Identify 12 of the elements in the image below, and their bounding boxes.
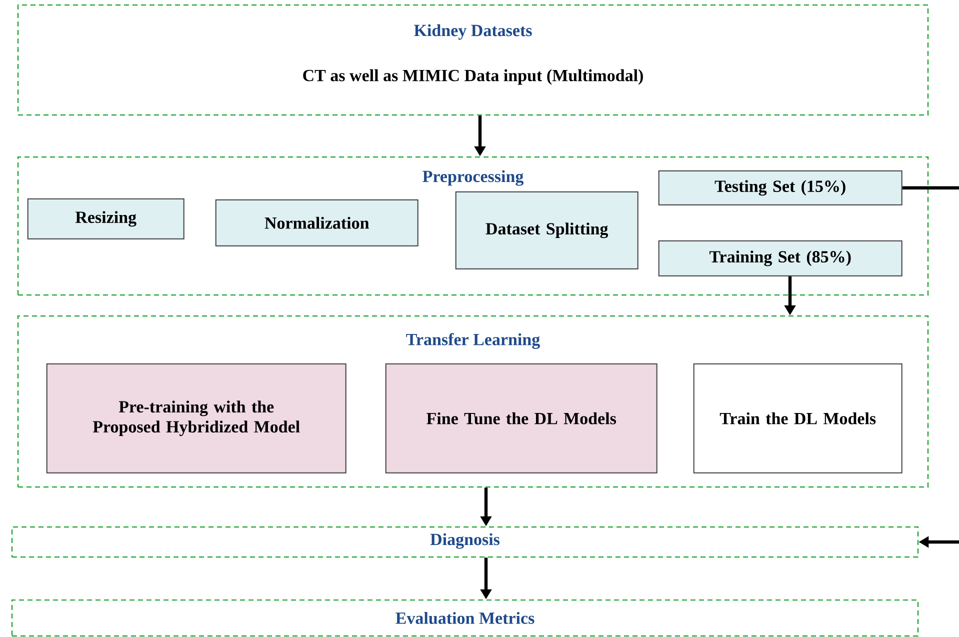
- arrow: [902, 186, 959, 548]
- process-box: Fine Tune the DL Models: [385, 363, 658, 474]
- dashed-panel: Evaluation Metrics: [11, 599, 919, 637]
- process-box: Testing Set (15%): [658, 170, 902, 206]
- process-box: Train the DL Models: [693, 363, 902, 474]
- process-box: Pre-training with the Proposed Hybridized Model: [46, 363, 346, 474]
- process-box: Dataset Splitting: [455, 191, 638, 270]
- process-box: Training Set (85%): [658, 240, 902, 276]
- process-box: Normalization: [215, 199, 418, 246]
- process-box: Resizing: [27, 198, 184, 240]
- dashed-panel: Diagnosis: [11, 526, 919, 558]
- dashed-panel: Kidney Datasets CT as well as MIMIC Data input (Multimodal): [17, 4, 929, 116]
